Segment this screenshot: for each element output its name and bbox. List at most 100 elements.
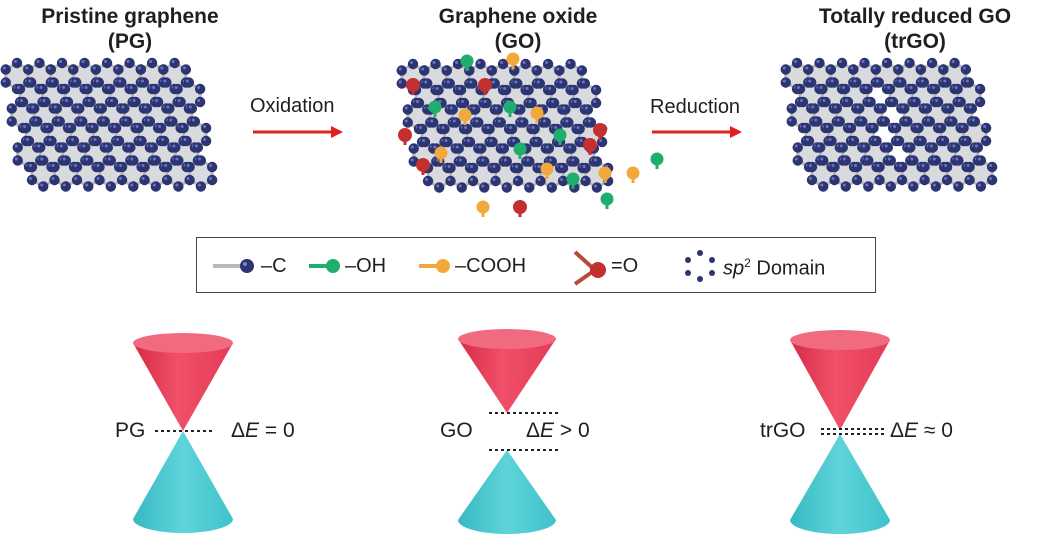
trgo-carbon-atom — [913, 122, 924, 134]
trgo-carbon-atom — [836, 57, 848, 69]
pg-atom-highlight — [141, 177, 145, 180]
panel-title-pg-line2: (PG) — [107, 30, 153, 53]
trgo-atom-highlight — [828, 138, 832, 141]
trgo-carbon-atom — [938, 64, 949, 75]
go-carbon-atom — [416, 123, 428, 135]
pg-carbon-atom — [116, 77, 127, 88]
pg-carbon-atom — [206, 161, 218, 173]
pg-atom-highlight — [124, 118, 128, 122]
go-atom-highlight — [483, 100, 487, 103]
pg-carbon-atom — [26, 161, 38, 173]
trgo-atom-highlight — [960, 125, 964, 128]
go-carbon-atom — [450, 117, 461, 128]
pg-carbon-atom — [0, 77, 11, 88]
go-carbon-atom — [535, 175, 546, 187]
trgo-atom-highlight — [951, 60, 955, 63]
go-carbon-atom — [591, 156, 603, 167]
pg-atom-highlight — [174, 86, 178, 89]
go-carboxyl-group — [598, 166, 612, 180]
pg-carbon-atom — [80, 142, 91, 153]
pg-carbon-atom — [6, 103, 17, 114]
pg-carbon-atom — [152, 96, 164, 108]
trgo-atom-highlight — [788, 105, 792, 109]
go-carboxyl-group — [626, 166, 640, 180]
trgo-band-gap-label: ΔE ≈ 0 — [890, 419, 953, 443]
trgo-carbon-atom — [941, 77, 952, 88]
go-atom-highlight — [536, 80, 540, 84]
go-atom-highlight — [571, 158, 575, 162]
go-carbon-atom — [512, 162, 524, 174]
go-hydroxyl-group — [503, 100, 517, 114]
trgo-carbon-atom — [966, 103, 978, 114]
trgo-atom-highlight — [822, 99, 826, 102]
go-atom-highlight — [581, 80, 585, 84]
pg-carbon-atom — [149, 83, 161, 95]
go-cone-name: GO — [440, 419, 473, 442]
pg-atom-highlight — [180, 125, 184, 128]
pg-atom-highlight — [73, 79, 77, 83]
trgo-carbon-atom — [854, 103, 865, 114]
go-atom-highlight — [430, 119, 434, 123]
go-carbon-atom — [486, 65, 498, 76]
go-atom-highlight — [517, 106, 521, 110]
go-conduction-cone-top — [458, 329, 556, 349]
go-carbon-atom — [445, 162, 456, 174]
go-atom-highlight — [424, 80, 428, 84]
trgo-carbon-atom — [797, 96, 809, 108]
pg-atom-highlight — [104, 144, 108, 148]
trgo-atom-highlight — [859, 118, 863, 122]
pg-atom-highlight — [172, 144, 176, 148]
trgo-atom-highlight — [862, 144, 866, 148]
trgo-carbon-atom — [915, 64, 927, 75]
go-atom-highlight — [477, 61, 481, 64]
pg-atom-highlight — [68, 125, 72, 128]
pg-atom-highlight — [152, 157, 156, 161]
trgo-carbon-atom — [857, 116, 868, 127]
trgo-carbon-atom — [921, 103, 933, 114]
trgo-atom-highlight — [941, 138, 945, 141]
trgo-carbon-atom — [815, 142, 826, 153]
pg-atom-highlight — [177, 99, 181, 102]
pg-delta-relation: = 0 — [259, 419, 295, 442]
reduction-label: Reduction — [650, 96, 741, 118]
pg-atom-highlight — [2, 66, 6, 70]
go-carbon-atom — [434, 182, 445, 193]
trgo-carbon-atom — [868, 122, 879, 134]
go-carbon-atom — [569, 156, 580, 167]
pg-carbon-atom — [14, 83, 26, 95]
go-carbon-atom — [501, 182, 513, 193]
trgo-carbon-atom — [812, 116, 823, 127]
trgo-carbon-atom — [837, 142, 848, 153]
go-atom-highlight — [503, 87, 507, 90]
trgo-atom-highlight — [920, 79, 924, 83]
trgo-carbon-atom — [904, 57, 915, 69]
trgo-carbon-atom — [896, 174, 908, 186]
go-carbon-atom — [396, 65, 407, 76]
pg-conduction-cone — [133, 343, 233, 431]
go-carbon-atom — [506, 123, 518, 135]
go-atom-highlight — [491, 80, 495, 84]
go-carbon-atom — [422, 78, 433, 89]
pg-carbon-atom — [195, 181, 207, 192]
pg-atom-highlight — [84, 86, 88, 89]
go-carbon-atom — [495, 117, 507, 128]
go-atom-highlight — [515, 165, 519, 168]
trgo-atom-highlight — [861, 60, 865, 63]
go-atom-highlight — [584, 106, 588, 110]
pg-atom-highlight — [183, 138, 187, 141]
trgo-atom-highlight — [910, 183, 914, 187]
pg-atom-highlight — [34, 118, 38, 122]
trgo-carbon-atom — [840, 181, 851, 192]
pg-atom-highlight — [135, 125, 139, 128]
pg-carbon-atom — [158, 135, 170, 147]
go-valence-cone — [458, 450, 556, 534]
pg-carbon-atom — [38, 155, 49, 166]
pg-carbon-atom — [20, 122, 32, 134]
go-carbon-atom — [455, 84, 467, 96]
pg-carbon-atom — [116, 174, 128, 186]
go-carbon-atom — [571, 97, 582, 109]
go-carbon-atom — [515, 104, 526, 115]
pg-atom-highlight — [129, 86, 133, 89]
go-atom-highlight — [548, 184, 552, 188]
trgo-carbon-atom — [932, 96, 944, 108]
